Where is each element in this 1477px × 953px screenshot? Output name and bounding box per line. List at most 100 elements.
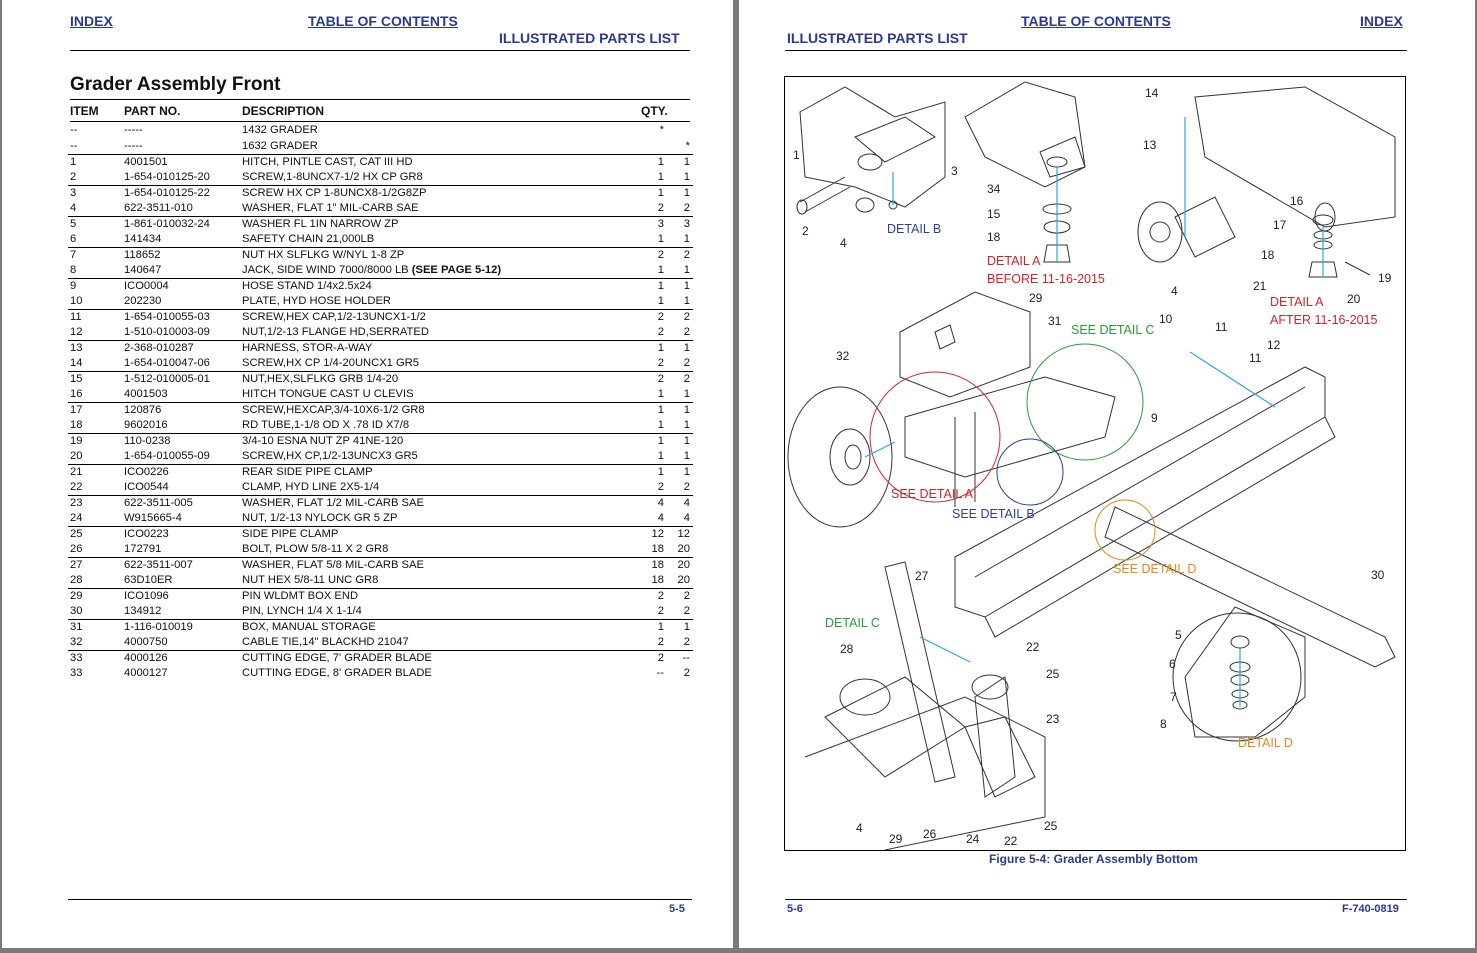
description-cell: RD TUBE,1-1/8 OD X .78 ID X7/8 <box>242 419 409 431</box>
qty-1632-cell: 2 <box>683 373 690 385</box>
qty-1432-cell: 2 <box>657 635 664 648</box>
description-text: SCREW,HX CP,1/2-13UNCX3 GR5 <box>242 449 418 462</box>
left-page: INDEX TABLE OF CONTENTS ILLUSTRATED PART… <box>2 0 733 948</box>
description-text: HITCH TONGUE CAST U CLEVIS <box>242 387 414 400</box>
callout-26: 26 <box>923 827 937 841</box>
item-cell: 21 <box>70 466 83 478</box>
callout-16: 16 <box>1290 194 1304 208</box>
callout-24: 24 <box>966 832 980 846</box>
index-link[interactable]: INDEX <box>1360 13 1403 29</box>
item-cell: 33 <box>70 652 83 664</box>
description-cell: SCREW,HX CP 1/4-20UNCX1 GR5 <box>242 357 419 369</box>
qty-1432-cell: 1 <box>657 621 664 633</box>
qty-1432-cell: 2 <box>657 590 664 602</box>
part-number-cell: 1-654-010047-06 <box>124 356 210 369</box>
callout-21: 21 <box>1253 279 1267 293</box>
see-page-note: (SEE PAGE 5-12) <box>411 263 502 276</box>
label-detail-b: DETAIL B <box>887 222 941 236</box>
part-number-cell: 1-510-010003-09 <box>124 325 210 338</box>
part-number-cell: ICO0223 <box>124 528 169 540</box>
description-cell: 3/4-10 ESNA NUT ZP 41NE-120 <box>242 435 403 447</box>
table-of-contents-link[interactable]: TABLE OF CONTENTS <box>308 13 458 29</box>
qty-1432-cell: 2 <box>657 373 664 385</box>
label-see-detail-c: SEE DETAIL C <box>1071 323 1154 337</box>
description-text: SCREW HX CP 1-8UNCX8-1/2G8ZP <box>242 187 427 199</box>
part-number-cell: 2-368-010287 <box>124 342 194 354</box>
callout-9: 9 <box>1151 411 1158 425</box>
detail-c-circle <box>1026 343 1144 461</box>
detail-a-circle <box>869 371 1001 503</box>
qty-1432-cell: 1 <box>657 418 664 431</box>
description-cell: HITCH TONGUE CAST U CLEVIS <box>242 388 414 400</box>
callout-15: 15 <box>987 207 1001 221</box>
item-cell: 22 <box>70 480 83 493</box>
callout-12: 12 <box>1267 338 1281 352</box>
qty-1432-cell: 1 <box>657 263 664 276</box>
label-see-detail-d: SEE DETAIL D <box>1113 562 1196 576</box>
callout-23: 23 <box>1046 712 1060 726</box>
qty-1432-cell: 2 <box>657 604 664 617</box>
callout-27: 27 <box>915 569 929 583</box>
qty-1632-cell: 2 <box>683 311 690 323</box>
table-of-contents-link[interactable]: TABLE OF CONTENTS <box>1021 13 1171 29</box>
column-header-item: ITEM <box>70 104 99 118</box>
label-before-date: BEFORE 11-16-2015 <box>987 272 1105 286</box>
callout-29: 29 <box>889 832 903 846</box>
description-cell: NUT, 1/2-13 NYLOCK GR 5 ZP <box>242 512 397 524</box>
part-number-cell: 4000750 <box>124 635 168 648</box>
part-number-cell: 1-654-010055-03 <box>124 311 210 323</box>
qty-1632-cell: 2 <box>683 325 690 338</box>
detail-d-view-circle <box>1172 612 1302 742</box>
qty-1432-cell: 2 <box>657 356 664 369</box>
callout-31: 31 <box>1048 314 1062 328</box>
description-text: WASHER, FLAT 1/2 MIL-CARB SAE <box>242 497 424 509</box>
item-cell: 20 <box>70 449 83 462</box>
description-cell: PLATE, HYD HOSE HOLDER <box>242 295 391 307</box>
column-header-description: DESCRIPTION <box>242 104 325 118</box>
item-cell: 1 <box>70 156 77 168</box>
description-cell: NUT HEX 5/8-11 UNC GR8 <box>242 574 378 586</box>
description-cell: CUTTING EDGE, 7' GRADER BLADE <box>242 652 432 664</box>
description-text: PIN, LYNCH 1/4 X 1-1/4 <box>242 604 362 617</box>
callout-28: 28 <box>840 642 854 656</box>
description-cell: HITCH, PINTLE CAST, CAT III HD <box>242 156 413 168</box>
callout-14: 14 <box>1145 86 1159 100</box>
label-after-date: AFTER 11-16-2015 <box>1270 313 1378 327</box>
description-text: CUTTING EDGE, 7' GRADER BLADE <box>242 652 432 664</box>
qty-1632-cell: 4 <box>683 497 690 509</box>
part-number-cell: 1-654-010055-09 <box>124 449 210 462</box>
part-number-cell: ICO0004 <box>124 280 169 292</box>
qty-1632-cell: 12 <box>677 528 690 540</box>
item-cell: 16 <box>70 387 83 400</box>
part-number-cell: 63D10ER <box>124 573 173 586</box>
qty-1432-cell: 2 <box>657 325 664 338</box>
qty-1632-cell: 1 <box>683 387 690 400</box>
label-see-detail-a: SEE DETAIL A <box>891 487 974 501</box>
item-cell: 4 <box>70 201 77 214</box>
part-number-cell: 9602016 <box>124 418 168 431</box>
qty-1632-cell: 1 <box>683 263 690 276</box>
description-text: SCREW,1-8UNCX7-1/2 HX CP GR8 <box>242 170 423 183</box>
qty-1632-cell: 1 <box>683 466 690 478</box>
part-number-cell: 622-3511-005 <box>124 497 193 509</box>
description-cell: HOSE STAND 1/4x2.5x24 <box>242 280 372 292</box>
item-cell: 28 <box>70 573 83 586</box>
qty-1432-cell: 18 <box>651 573 664 586</box>
description-text: HITCH, PINTLE CAST, CAT III HD <box>242 156 413 168</box>
footer-rule <box>68 899 692 900</box>
qty-1432-cell: 1 <box>657 170 664 183</box>
description-cell: WASHER, FLAT 5/8 MIL-CARB SAE <box>242 559 424 571</box>
description-text: NUT,HEX,SLFLKG GRB 1/4-20 <box>242 373 399 385</box>
index-link[interactable]: INDEX <box>70 13 113 29</box>
description-text: 1632 GRADER <box>242 139 318 152</box>
